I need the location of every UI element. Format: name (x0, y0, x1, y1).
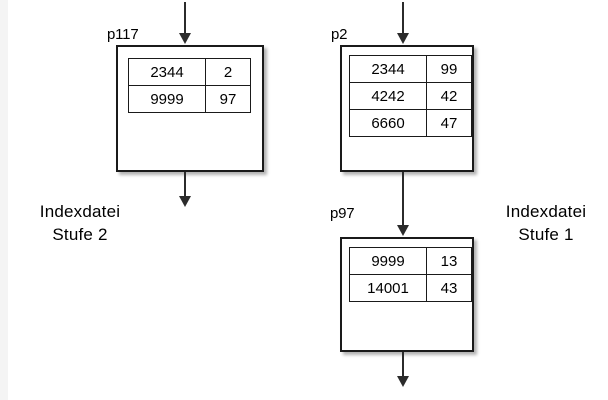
key-table-p97: 9999 13 14001 43 (349, 247, 472, 302)
pointer-cell: 43 (426, 274, 472, 302)
key-cell: 4242 (349, 82, 427, 110)
caption-right-line2: Stufe 1 (518, 225, 574, 244)
table-row[interactable]: 4242 42 (349, 82, 472, 110)
node-box-p2[interactable]: 2344 99 4242 42 6660 47 (340, 45, 474, 172)
caption-right: Indexdatei Stufe 1 (490, 200, 602, 246)
pointer-cell: 97 (205, 85, 251, 113)
key-cell: 6660 (349, 109, 427, 137)
key-table-p117: 2344 2 9999 97 (128, 58, 251, 113)
caption-left-line2: Stufe 2 (52, 225, 108, 244)
left-margin-strip (0, 0, 8, 400)
pointer-cell: 2 (205, 58, 251, 86)
arrow-into-p117-line (184, 2, 186, 36)
node-label-p117: p117 (107, 26, 139, 43)
node-box-p97[interactable]: 9999 13 14001 43 (340, 237, 474, 352)
arrow-p2-to-p97-line (402, 172, 404, 227)
arrow-into-p117-head (179, 33, 191, 44)
node-box-p117[interactable]: 2344 2 9999 97 (116, 45, 264, 172)
node-label-p97: p97 (330, 205, 355, 222)
table-row[interactable]: 2344 99 (349, 55, 472, 83)
key-table-p2: 2344 99 4242 42 6660 47 (349, 55, 472, 137)
table-row[interactable]: 2344 2 (128, 58, 251, 86)
pointer-cell: 99 (426, 55, 472, 83)
pointer-cell: 13 (426, 247, 472, 275)
arrow-into-p2-line (402, 2, 404, 36)
key-cell: 14001 (349, 274, 427, 302)
key-cell: 9999 (128, 85, 206, 113)
table-row[interactable]: 6660 47 (349, 109, 472, 137)
node-label-p2: p2 (331, 26, 348, 43)
arrow-from-p97-line (402, 352, 404, 378)
table-row[interactable]: 9999 97 (128, 85, 251, 113)
key-cell: 2344 (349, 55, 427, 83)
arrow-from-p117-line (184, 172, 186, 198)
table-row[interactable]: 14001 43 (349, 274, 472, 302)
caption-left: Indexdatei Stufe 2 (20, 200, 140, 246)
arrow-from-p117-head (179, 196, 191, 207)
caption-right-line1: Indexdatei (505, 202, 587, 221)
table-row[interactable]: 9999 13 (349, 247, 472, 275)
arrow-from-p97-head (397, 376, 409, 387)
key-cell: 2344 (128, 58, 206, 86)
pointer-cell: 47 (426, 109, 472, 137)
key-cell: 9999 (349, 247, 427, 275)
caption-left-line1: Indexdatei (39, 202, 121, 221)
pointer-cell: 42 (426, 82, 472, 110)
arrow-into-p2-head (397, 33, 409, 44)
arrow-p2-to-p97-head (397, 225, 409, 236)
